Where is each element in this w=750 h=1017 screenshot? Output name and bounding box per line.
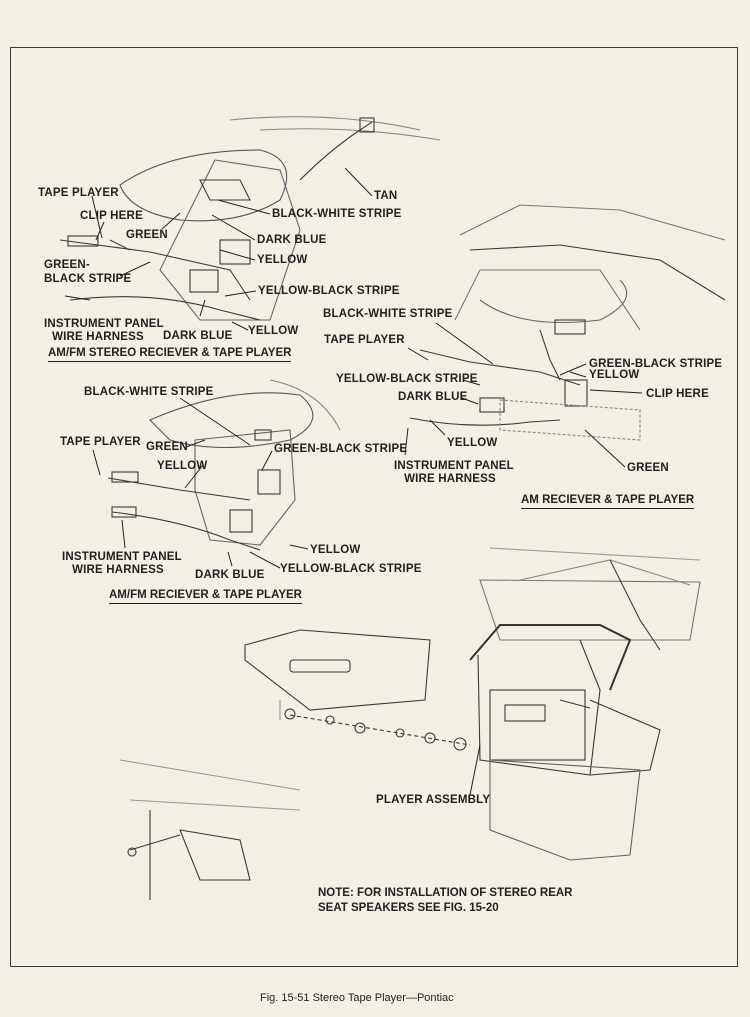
p3-instrument-line2: WIRE HARNESS bbox=[72, 564, 164, 576]
assembly-leaders bbox=[469, 744, 481, 796]
p1-dark-blue-mid-label: DARK BLUE bbox=[257, 234, 327, 246]
p2-yellow-top-label: YELLOW bbox=[589, 369, 640, 381]
panel2-drawing bbox=[409, 204, 726, 441]
note-line2: SEAT SPEAKERS SEE FIG. 15-20 bbox=[318, 902, 499, 914]
p2-instrument-line1: INSTRUMENT PANEL bbox=[394, 460, 514, 472]
player-assembly-label: PLAYER ASSEMBLY bbox=[376, 794, 491, 806]
p3-tape-player-label: TAPE PLAYER bbox=[60, 436, 141, 448]
p1-black-white-label: BLACK-WHITE STRIPE bbox=[272, 208, 402, 220]
p3-black-white-label: BLACK-WHITE STRIPE bbox=[84, 386, 214, 398]
p2-green-label: GREEN bbox=[627, 462, 669, 474]
p1-yellow-black-label: YELLOW-BLACK STRIPE bbox=[258, 285, 400, 297]
panel3-drawing bbox=[107, 379, 341, 551]
p1-yellow-mid-label: YELLOW bbox=[257, 254, 308, 266]
figure-caption: Fig. 15-51 Stereo Tape Player—Pontiac bbox=[260, 992, 454, 1004]
panel1-drawing bbox=[59, 116, 441, 321]
p3-green-label: GREEN bbox=[146, 441, 188, 453]
p2-clip-here-label: CLIP HERE bbox=[646, 388, 709, 400]
p1-tan-label: TAN bbox=[374, 190, 398, 202]
p3-dark-blue-label: DARK BLUE bbox=[195, 569, 265, 581]
p2-tape-player-label: TAPE PLAYER bbox=[324, 334, 405, 346]
p1-clip-here-label: CLIP HERE bbox=[80, 210, 143, 222]
p1-tape-player-label: TAPE PLAYER bbox=[38, 187, 119, 199]
p1-yellow-bottom-label: YELLOW bbox=[248, 325, 299, 337]
p1-green-black-line1: GREEN- bbox=[44, 259, 90, 271]
p3-yellow-black-label: YELLOW-BLACK STRIPE bbox=[280, 563, 422, 575]
p3-instrument-line1: INSTRUMENT PANEL bbox=[62, 551, 182, 563]
panel3-leaders bbox=[92, 397, 309, 569]
p3-yellow-top-label: YELLOW bbox=[157, 460, 208, 472]
p2-dark-blue-label: DARK BLUE bbox=[398, 391, 468, 403]
p1-dark-blue-bottom-label: DARK BLUE bbox=[163, 330, 233, 342]
p2-black-white-label: BLACK-WHITE STRIPE bbox=[323, 308, 453, 320]
note-line1: NOTE: FOR INSTALLATION OF STEREO REAR bbox=[318, 887, 573, 899]
p3-title: AM/FM RECIEVER & TAPE PLAYER bbox=[109, 589, 302, 604]
p2-yellow-bottom-label: YELLOW bbox=[447, 437, 498, 449]
p3-yellow-bottom-label: YELLOW bbox=[310, 544, 361, 556]
assembly-drawing bbox=[119, 547, 701, 900]
p1-instrument-line2: WIRE HARNESS bbox=[52, 331, 144, 343]
p1-green-label: GREEN bbox=[126, 229, 168, 241]
p1-green-black-line2: BLACK STRIPE bbox=[44, 273, 132, 285]
p2-yellow-black-label: YELLOW-BLACK STRIPE bbox=[336, 373, 478, 385]
p2-green-black-label: GREEN-BLACK STRIPE bbox=[589, 358, 723, 370]
panel1-leaders bbox=[64, 167, 373, 331]
p1-instrument-line1: INSTRUMENT PANEL bbox=[44, 318, 164, 330]
figure-frame bbox=[10, 47, 738, 967]
p2-instrument-line2: WIRE HARNESS bbox=[404, 473, 496, 485]
p2-title: AM RECIEVER & TAPE PLAYER bbox=[521, 494, 695, 509]
p3-green-black-label: GREEN-BLACK STRIPE bbox=[274, 443, 408, 455]
panel2-leaders bbox=[404, 322, 643, 468]
p1-title: AM/FM STEREO RECIEVER & TAPE PLAYER bbox=[48, 347, 292, 362]
